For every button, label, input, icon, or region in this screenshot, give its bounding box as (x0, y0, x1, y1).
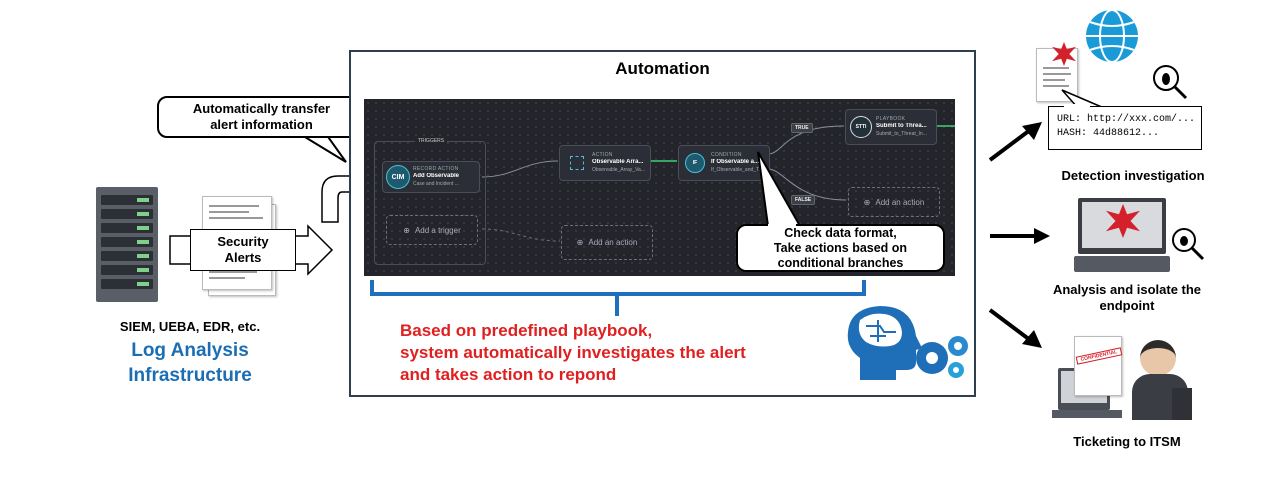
trigger-node[interactable]: CIM RECORD ACTION Add Observable Case an… (382, 161, 480, 193)
security-alerts-label: Security Alerts (190, 229, 296, 271)
sources-label: SIEM, UEBA, EDR, etc. (119, 319, 261, 334)
bracket-icon (370, 280, 866, 316)
ticketing-icon: CONFIDENTIAL (1052, 334, 1194, 420)
ai-brain-gears-icon (847, 306, 968, 380)
callout-tail-check (757, 151, 802, 227)
plus-icon: ⊕ (576, 238, 584, 247)
true-badge: TRUE (791, 123, 813, 133)
magnifier-bug-icon (1172, 228, 1205, 261)
infra-title: Log Analysis Infrastructure (128, 340, 252, 386)
action-node[interactable]: ACTION Observable Arra... Observable_Arr… (559, 145, 651, 181)
playbook-screenshot: TRIGGERS CIM RECORD ACTION Add Observabl… (364, 99, 955, 276)
playbook-connectors (481, 125, 955, 242)
arrow-ticket (988, 308, 1042, 348)
add-action-button[interactable]: ⊕ Add an action (561, 225, 653, 260)
plus-icon: ⊕ (863, 197, 871, 207)
computer-malware-icon (1074, 198, 1172, 274)
false-badge: FALSE (791, 195, 816, 205)
automation-title: Automation (615, 59, 710, 78)
url-hash-box: URL: http://xxx.com/... HASH: 44d88612..… (1048, 106, 1202, 150)
analysis-label: Analysis and isolate the endpoint (1052, 282, 1202, 313)
action-icon (570, 156, 584, 170)
triggers-group: TRIGGERS (374, 138, 486, 265)
transfer-callout: Automatically transfer alert information (157, 96, 366, 138)
if-icon: IF (685, 153, 705, 173)
arrow-detection (988, 122, 1042, 162)
magnifier-bug-icon (1153, 65, 1188, 100)
plus-icon: ⊕ (403, 225, 410, 235)
stti-icon: STTI (850, 116, 872, 138)
ticket-label: Ticketing to ITSM (1073, 434, 1181, 449)
automation-description: Based on predefined playbook, system aut… (400, 321, 746, 384)
url-text: URL: http://xxx.com/... (1057, 114, 1196, 125)
person-icon (1140, 340, 1176, 376)
arrow-analysis (990, 228, 1050, 244)
detection-label: Detection investigation (1061, 168, 1205, 183)
malware-document-icon (1036, 42, 1080, 102)
hash-text: HASH: 44d88612... (1057, 128, 1160, 139)
check-callout: Check data format, Take actions based on… (736, 224, 945, 272)
add-action-button-false[interactable]: ⊕ Add an action (848, 187, 940, 217)
globe-icon (1086, 9, 1138, 63)
cim-icon: CIM (386, 165, 410, 189)
triggers-label: TRIGGERS (415, 138, 448, 144)
condition-node[interactable]: IF CONDITION If Observable a... If_Obser… (678, 145, 770, 181)
playbook-node[interactable]: STTI PLAYBOOK Submit to Threa... Submit_… (845, 109, 937, 145)
add-trigger-button[interactable]: ⊕ Add a trigger (386, 215, 478, 245)
server-rack-icon (96, 187, 158, 302)
